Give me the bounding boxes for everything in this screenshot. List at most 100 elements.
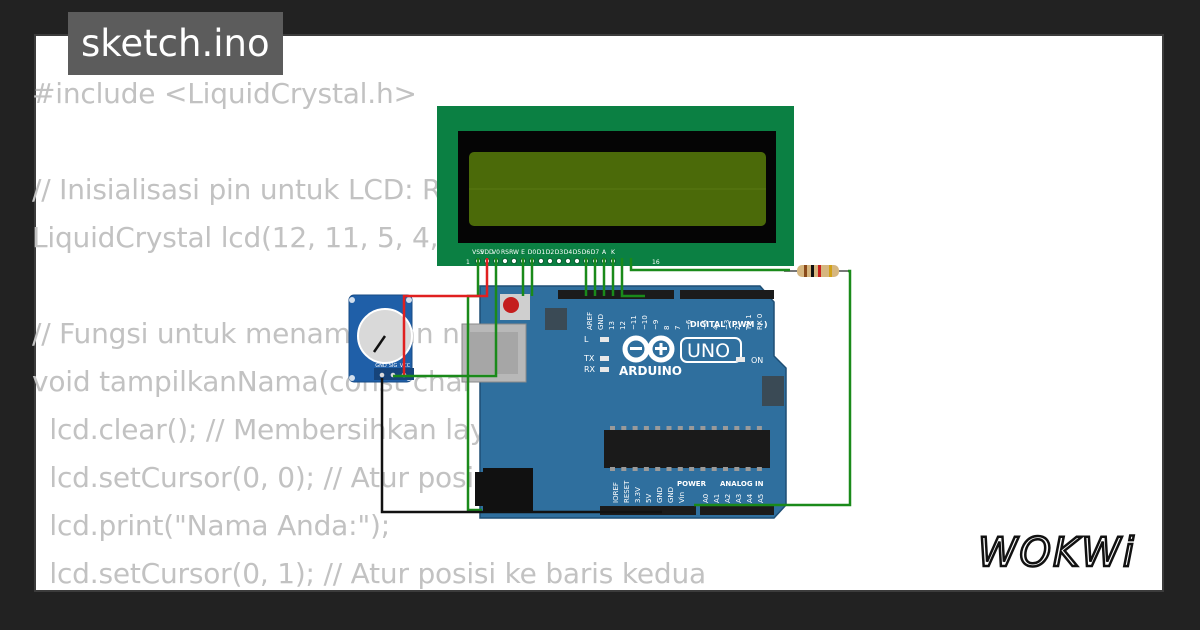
lcd-pin[interactable] [573, 257, 581, 265]
chip-pin [711, 467, 717, 471]
lcd-pin[interactable] [564, 257, 572, 265]
lcd-pin-label: K [611, 249, 616, 256]
led-label: TX [583, 354, 595, 363]
lcd-pin[interactable] [546, 257, 554, 265]
bottom-pin-label: GND [667, 487, 675, 503]
chip-pin [756, 467, 762, 471]
lcd-pin-label: V0 [492, 249, 500, 256]
lcd-pin-label: D5 [573, 249, 582, 256]
lcd-pin-label: D7 [591, 249, 600, 256]
chip-pin [621, 467, 627, 471]
lcd-pin[interactable] [555, 257, 563, 265]
top-pin-label: 2 [734, 326, 742, 330]
chip-pin [610, 467, 615, 471]
top-pin-label: RX 0 [756, 314, 764, 330]
analog-label: ANALOG IN [720, 480, 764, 488]
chip-pin [632, 467, 638, 471]
lcd-pin-label: D1 [537, 249, 546, 256]
chip-pin [756, 426, 762, 430]
wire-vdd [402, 258, 489, 376]
chip-pin [723, 467, 728, 471]
bottom-pin-label: A5 [757, 494, 765, 503]
top-pin-label: 7 [674, 326, 682, 330]
bottom-pin-label: 3.3V [634, 487, 642, 503]
chip-pin [621, 426, 627, 430]
wire-resistor-5v [694, 269, 852, 507]
bottom-pin-label: A3 [735, 494, 743, 503]
lcd-pin-label: D2 [546, 249, 555, 256]
top-pin-label: 12 [619, 321, 627, 330]
chip-pin [643, 426, 649, 430]
power-label: POWER [677, 480, 707, 488]
wire-a [620, 258, 645, 298]
chip-pin [610, 426, 615, 430]
bottom-pin-label: Vin [678, 492, 686, 503]
arduino-model: UNO [687, 340, 730, 362]
code-line: lcd.setCursor(0, 1); // Atur posisi ke b… [32, 557, 706, 590]
chip-pin [700, 426, 706, 430]
lcd-pin-label: E [521, 249, 525, 256]
lcd-pin-label: RS [501, 249, 509, 256]
pot-pin[interactable] [379, 372, 385, 378]
wires [380, 258, 852, 514]
pot-knob-indicator [372, 335, 387, 353]
lcd-pin-label: VSS [472, 249, 484, 256]
file-name-title: sketch.ino [68, 12, 283, 75]
lcd-pin[interactable] [501, 257, 509, 265]
lcd-pin[interactable] [510, 257, 518, 265]
chip-pin [655, 467, 661, 471]
top-pin-label: 4 [712, 325, 720, 330]
top-pin-label: ~11 [630, 315, 638, 330]
logo-text: WOKWi [978, 530, 1136, 576]
lcd-pin-label: VDD [480, 249, 494, 256]
led-label: L [584, 335, 589, 344]
top-pin-label: TX 1 [745, 314, 753, 331]
lcd-pin[interactable] [537, 257, 545, 265]
top-pin-label: GND [597, 314, 605, 330]
top-pin-label: ~3 [723, 320, 731, 330]
chip-pin [689, 467, 695, 471]
chip-pin [677, 426, 683, 430]
chip-pin [745, 426, 751, 430]
top-pin-label: AREF [586, 312, 594, 330]
bottom-pin-label: A1 [713, 494, 721, 503]
chip-pin [734, 467, 740, 471]
led-label: RX [584, 365, 596, 374]
wokwi-logo: WOKWi [978, 529, 1136, 576]
chip-pin [677, 467, 683, 471]
chip-pin [745, 467, 751, 471]
chip-pin [643, 467, 649, 471]
wire-gnd [380, 378, 662, 514]
chip-pin [723, 426, 728, 430]
chip-pin [711, 426, 717, 430]
wire-v0 [393, 258, 498, 378]
top-pin-label: ~6 [685, 319, 693, 330]
top-pin-label: ~10 [641, 315, 649, 330]
code-line: #include <LiquidCrystal.h> [32, 77, 417, 110]
chip-pin [666, 467, 672, 471]
arduino-brand: ARDUINO [619, 364, 682, 378]
bottom-pin-label: GND [656, 487, 664, 503]
bottom-pin-label: 5V [645, 494, 653, 503]
lcd-pin-label: D0 [528, 249, 537, 256]
pot-pin-label: GND [375, 363, 387, 369]
code-line: lcd.print("Nama Anda:"); [32, 509, 390, 542]
on-label: ON [751, 356, 763, 365]
pot-pin-label: SIG [389, 363, 398, 369]
bottom-pin-label: RESET [623, 480, 631, 503]
wire-k-resistor [629, 258, 790, 272]
lcd-pin-label: D3 [555, 249, 564, 256]
bottom-pin-label: A0 [702, 494, 710, 503]
bottom-pin-label: A4 [746, 493, 754, 503]
bottom-pin-label: IOREF [612, 482, 620, 503]
resistor[interactable] [784, 265, 848, 277]
chip-pin [666, 426, 672, 430]
top-pin-label: ~9 [652, 320, 660, 330]
chip-pin [655, 426, 661, 430]
chip-pin [734, 426, 740, 430]
top-pin-label: 13 [608, 321, 616, 330]
